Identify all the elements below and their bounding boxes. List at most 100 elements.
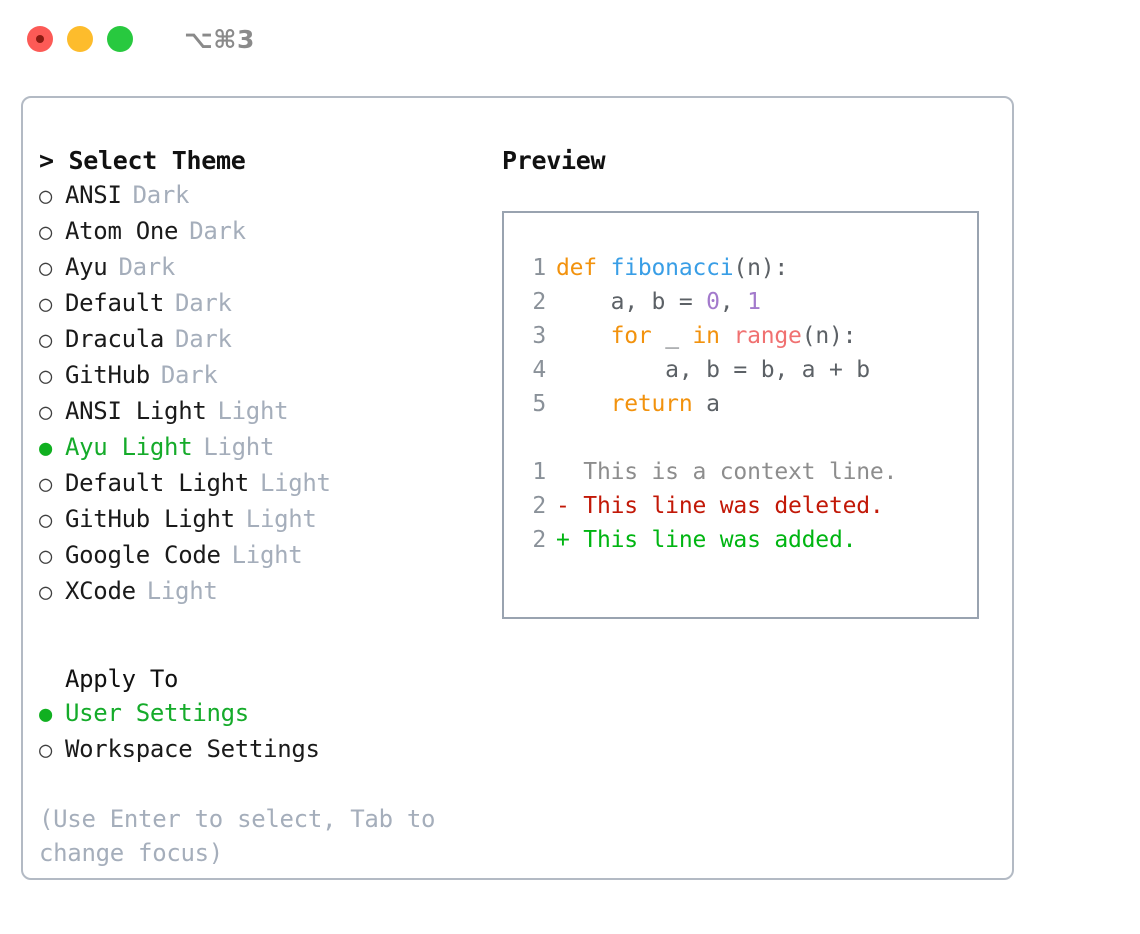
apply-to-list: ●User Settings ○ Workspace Settings xyxy=(39,696,469,768)
theme-option-name: ANSI Light xyxy=(65,397,207,425)
code-token: 1 xyxy=(747,289,761,315)
theme-option-row[interactable]: ○ Ayu Dark xyxy=(39,250,469,286)
theme-option-name: Ayu xyxy=(65,253,108,281)
theme-option-row[interactable]: ○ ANSI Light Light xyxy=(39,394,469,430)
code-line-content: a, b = b, a + b xyxy=(556,353,870,387)
diff-line: 2+ This line was added. xyxy=(520,523,977,557)
theme-option-row[interactable]: ○ Dracula Dark xyxy=(39,322,469,358)
theme-option-name: Ayu Light xyxy=(65,433,193,461)
theme-option-category: Dark xyxy=(160,361,218,389)
apply-to-option-row[interactable]: ○ Workspace Settings xyxy=(39,732,469,768)
code-token xyxy=(720,323,734,349)
code-line-number: 2 xyxy=(532,289,546,315)
theme-option-name: Atom One xyxy=(65,217,179,245)
theme-option-category: Dark xyxy=(118,253,176,281)
code-line: 3 for _ in range(n): xyxy=(520,319,977,353)
theme-option-name: GitHub Light xyxy=(65,505,235,533)
traffic-lights xyxy=(27,26,133,52)
theme-option-category: Light xyxy=(217,397,289,425)
theme-option-category: Light xyxy=(259,469,331,497)
theme-option-name: Dracula xyxy=(65,325,165,353)
code-line: 1 def fibonacci(n): xyxy=(520,251,977,285)
radio-unselected-icon: ○ xyxy=(39,328,52,353)
radio-unselected-icon: ○ xyxy=(39,738,52,763)
code-line-number: 4 xyxy=(532,357,546,383)
radio-unselected-icon: ○ xyxy=(39,256,52,281)
theme-option-category: Dark xyxy=(175,289,232,317)
radio-unselected-icon: ○ xyxy=(39,184,52,209)
radio-unselected-icon: ○ xyxy=(39,292,52,317)
code-token: a, b = xyxy=(556,289,707,315)
code-token: range xyxy=(733,323,802,349)
code-diff-spacer xyxy=(520,421,977,455)
radio-unselected-icon: ○ xyxy=(39,400,52,425)
theme-option-name: ANSI xyxy=(65,181,122,209)
code-line-content: for _ in range(n): xyxy=(556,319,857,353)
radio-unselected-icon: ○ xyxy=(39,580,52,605)
code-token: _ xyxy=(651,323,693,349)
theme-option-name: Default Light xyxy=(65,469,249,497)
section-spacer xyxy=(39,610,469,662)
apply-to-option-name: Workspace Settings xyxy=(65,735,320,763)
code-line-content: a, b = 0, 1 xyxy=(556,285,761,319)
theme-option-row[interactable]: ○ GitHub Light Light xyxy=(39,502,469,538)
diff-marker: + xyxy=(556,527,584,553)
theme-option-row[interactable]: ○ XCode Light xyxy=(39,574,469,610)
theme-option-category: Dark xyxy=(175,325,232,353)
theme-option-name: XCode xyxy=(65,577,136,605)
diff-line-number: 2 xyxy=(532,527,546,553)
diff-line-text: This line was deleted. xyxy=(583,493,884,519)
maximize-button-icon[interactable] xyxy=(107,26,133,52)
code-line-number: 3 xyxy=(532,323,546,349)
code-token: for xyxy=(610,323,652,349)
code-token: a, b = b, a + b xyxy=(556,357,870,383)
radio-unselected-icon: ○ xyxy=(39,508,52,533)
code-token: (n): xyxy=(801,323,857,349)
code-token: 0 xyxy=(706,289,720,315)
apply-to-heading: Apply To xyxy=(65,665,179,693)
theme-option-row[interactable]: ○ Default Dark xyxy=(39,286,469,322)
diff-line-text: This is a context line. xyxy=(583,459,898,485)
code-line-content: return a xyxy=(556,387,720,421)
diff-line-number: 1 xyxy=(532,459,546,485)
diff-marker xyxy=(556,455,583,489)
code-line: 4 a, b = b, a + b xyxy=(520,353,977,387)
diff-marker: - xyxy=(556,493,584,519)
theme-option-row[interactable]: ○ GitHub Dark xyxy=(39,358,469,394)
preview-heading: Preview xyxy=(502,146,606,175)
code-token: (n): xyxy=(733,255,789,281)
theme-option-category: Dark xyxy=(132,181,190,209)
keyboard-shortcut-label: ⌥⌘3 xyxy=(184,24,255,54)
code-line-content: def fibonacci(n): xyxy=(556,251,788,285)
code-token xyxy=(556,323,611,349)
radio-unselected-icon: ○ xyxy=(39,544,52,569)
minimize-button-icon[interactable] xyxy=(67,26,93,52)
theme-option-category: Light xyxy=(146,577,218,605)
diff-sample: 1 This is a context line. 2- This line wa… xyxy=(520,455,977,557)
theme-option-name: Default xyxy=(65,289,165,317)
radio-selected-icon: ● xyxy=(39,702,52,727)
select-theme-heading: > Select Theme xyxy=(39,146,246,175)
code-token: , xyxy=(719,289,748,315)
theme-option-category: Light xyxy=(203,433,275,461)
code-token xyxy=(556,391,611,417)
code-line-number: 5 xyxy=(532,391,546,417)
code-line-number: 1 xyxy=(532,255,546,281)
theme-option-category: Light xyxy=(245,505,317,533)
theme-option-category: Dark xyxy=(189,217,246,245)
radio-unselected-icon: ○ xyxy=(39,364,52,389)
close-button-icon[interactable] xyxy=(27,26,53,52)
theme-option-row[interactable]: ○ ANSI Dark xyxy=(39,178,469,214)
diff-line: 2- This line was deleted. xyxy=(520,489,977,523)
code-line: 5 return a xyxy=(520,387,977,421)
theme-option-name: GitHub xyxy=(65,361,150,389)
apply-to-option-row[interactable]: ●User Settings xyxy=(39,696,469,732)
